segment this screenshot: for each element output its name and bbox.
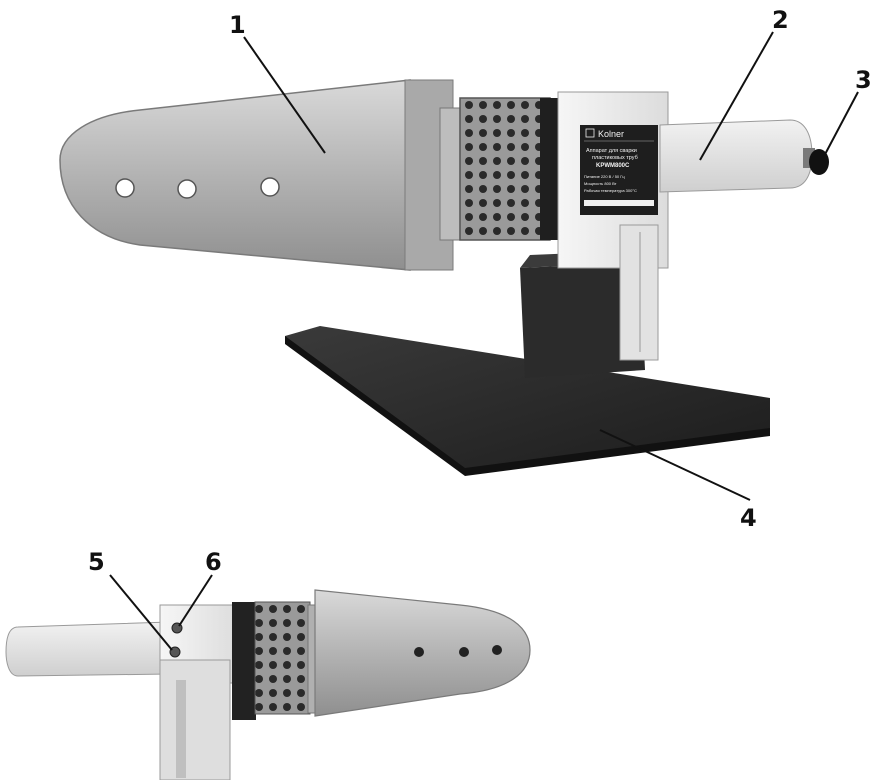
plate-hole-b2: [459, 647, 469, 657]
rating-plate-spec-power: Мощность 800 Вт: [584, 181, 617, 186]
plate-hole-b3: [492, 645, 502, 655]
rating-plate-spec-temp: Рабочая температура 300°С: [584, 188, 637, 193]
device-body: [557, 91, 813, 361]
callout-2-label: 2: [772, 6, 789, 34]
callout-3-label: 3: [855, 66, 872, 94]
callout-5-label: 5: [88, 548, 105, 576]
heating-plate: [59, 79, 454, 271]
rating-plate-brand: Kolner: [598, 129, 624, 139]
callout-6: 6: [178, 548, 222, 627]
callout-5: 5: [88, 548, 173, 651]
callout-1: 1: [229, 11, 326, 154]
callout-4: 4: [599, 429, 757, 532]
rating-plate-model: KPWM800C: [596, 163, 630, 169]
plate-hole-b1: [414, 647, 424, 657]
rating-plate: Kolner Аппарат для сварки пластиковых тр…: [580, 125, 658, 215]
rating-plate-title-2: пластиковых труб: [592, 155, 638, 161]
callout-2: 2: [699, 6, 789, 161]
callout-6-label: 6: [205, 548, 222, 576]
bottom-view: [5, 589, 531, 780]
plate-hole-1: [115, 178, 135, 198]
heat-shield: [439, 97, 562, 241]
stand-base: [285, 250, 770, 476]
callout-1-label: 1: [229, 11, 246, 39]
top-view: Kolner Аппарат для сварки пластиковых тр…: [59, 79, 829, 476]
callout-3: 3: [821, 66, 872, 161]
plate-hole-2: [177, 179, 197, 199]
callout-4-label: 4: [740, 504, 757, 532]
rating-plate-title-1: Аппарат для сварки: [586, 148, 637, 154]
rating-plate-spec-voltage: Питание 220 В / 50 Гц: [584, 174, 625, 179]
plate-hole-3: [260, 177, 280, 197]
